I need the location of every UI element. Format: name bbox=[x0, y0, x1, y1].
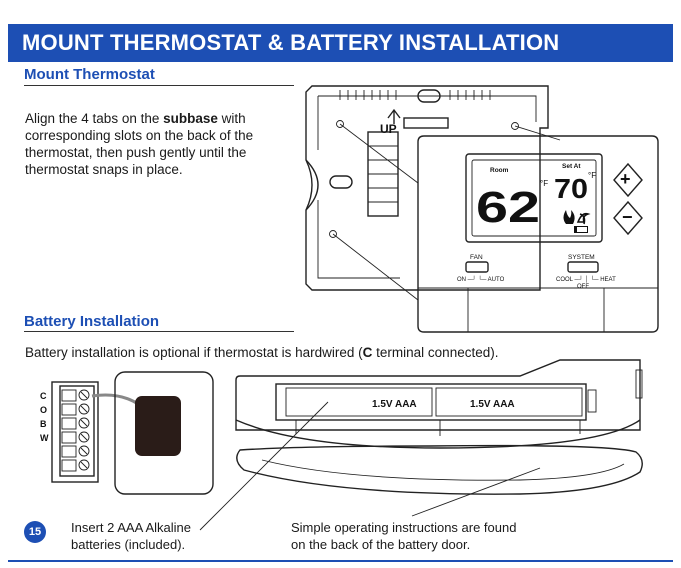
system-options: COOL ─┘ │ └─ HEAT bbox=[556, 275, 616, 283]
battery-intro: Battery installation is optional if ther… bbox=[25, 344, 665, 361]
thermostat-body bbox=[417, 135, 659, 333]
mount-text-bold: subbase bbox=[163, 111, 218, 126]
room-label: Room bbox=[490, 167, 509, 174]
up-label: UP bbox=[380, 122, 397, 136]
battery-label-2: 1.5V AAA bbox=[470, 399, 515, 410]
room-unit: °F bbox=[540, 179, 548, 188]
title-banner: MOUNT THERMOSTAT & BATTERY INSTALLATION bbox=[8, 24, 673, 62]
room-temperature: 62 bbox=[476, 183, 540, 232]
battery-section-title: Battery Installation bbox=[24, 313, 160, 330]
mount-section-title: Mount Thermostat bbox=[24, 66, 155, 83]
battery-callout-right: Simple operating instructions are found … bbox=[291, 520, 517, 552]
set-temperature: 70 bbox=[554, 173, 588, 204]
set-unit: °F bbox=[588, 171, 596, 180]
mount-text-after: with corresponding slots on the back of … bbox=[25, 111, 254, 177]
battery-callout-leader-right bbox=[411, 467, 541, 517]
battery-callout-leader-left bbox=[199, 401, 329, 531]
battery-intro-after: terminal connected). bbox=[372, 345, 499, 360]
page-title: MOUNT THERMOSTAT & BATTERY INSTALLATION bbox=[22, 30, 560, 55]
terminal-label-b: B bbox=[40, 419, 47, 429]
battery-section-rule bbox=[24, 331, 294, 332]
battery-intro-before: Battery installation is optional if ther… bbox=[25, 345, 363, 360]
battery-callout-left: Insert 2 AAA Alkaline batteries (include… bbox=[71, 520, 191, 552]
system-off-label: OFF bbox=[577, 284, 589, 290]
mount-section-rule bbox=[24, 85, 294, 86]
mount-text-before: Align the 4 tabs on the bbox=[25, 111, 164, 126]
up-button-icon[interactable]: + bbox=[620, 169, 631, 189]
terminal-block bbox=[51, 381, 139, 483]
fan-label: FAN bbox=[470, 254, 483, 261]
fan-options: ON ─┘ └─ AUTO bbox=[457, 275, 505, 283]
system-label: SYSTEM bbox=[568, 254, 595, 261]
page-number-badge: 15 bbox=[24, 521, 46, 543]
set-label: Set At bbox=[562, 163, 581, 170]
down-button-icon[interactable]: − bbox=[622, 207, 633, 227]
battery-label-1: 1.5V AAA bbox=[372, 399, 417, 410]
bottom-rule bbox=[8, 560, 673, 562]
terminal-label-w: W bbox=[40, 433, 49, 443]
subbase-plate bbox=[305, 85, 561, 301]
terminal-label-c: C bbox=[40, 391, 47, 401]
battery-compartment bbox=[235, 359, 643, 495]
wall-plate bbox=[114, 371, 214, 495]
mount-instructions: Align the 4 tabs on the subbase with cor… bbox=[25, 110, 280, 178]
terminal-label-o: O bbox=[40, 405, 47, 415]
battery-intro-bold: C bbox=[362, 345, 373, 360]
